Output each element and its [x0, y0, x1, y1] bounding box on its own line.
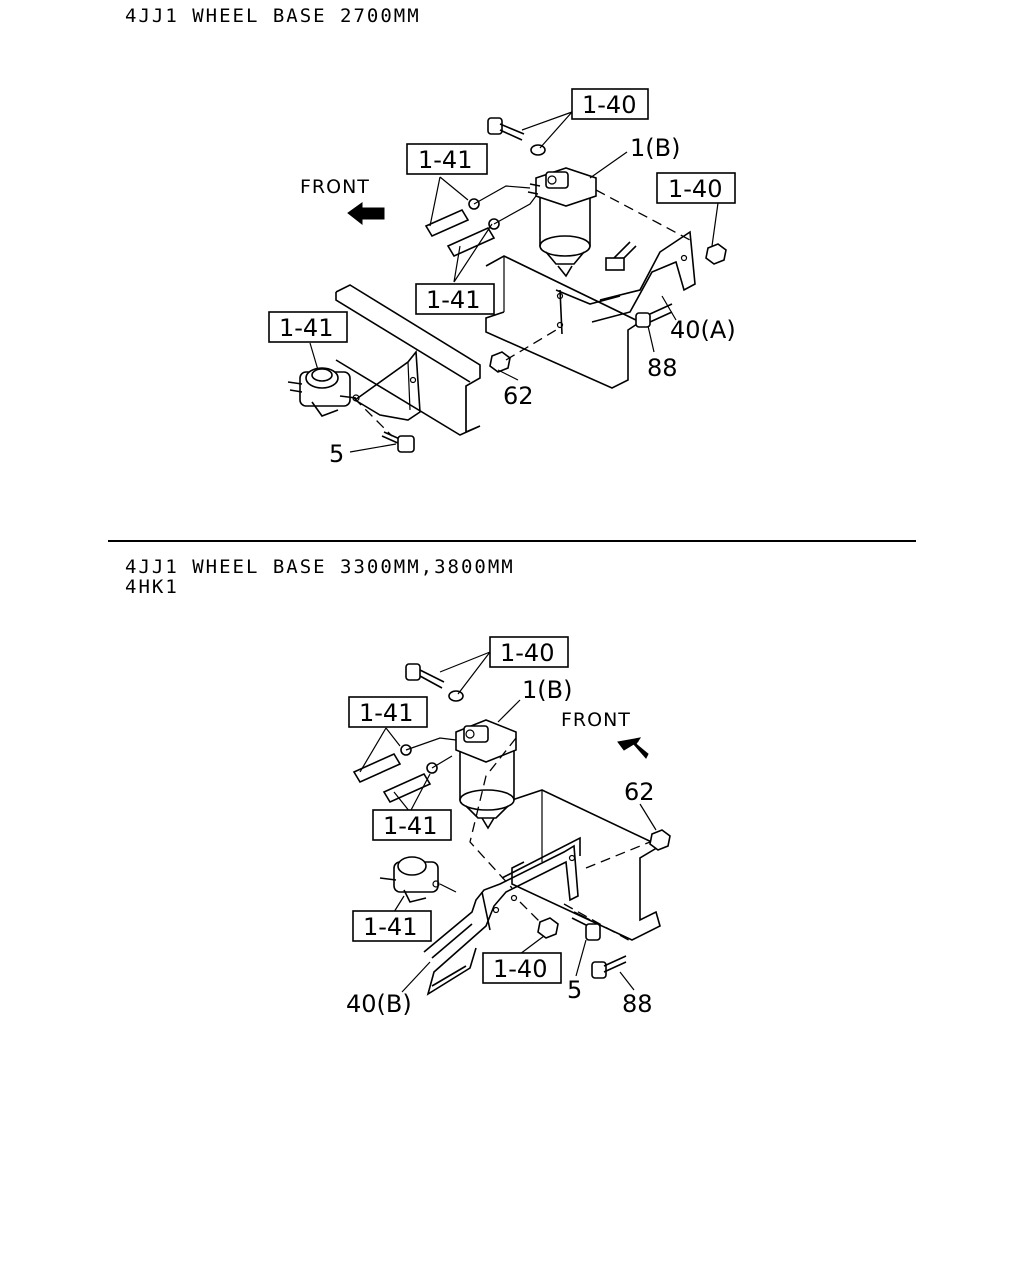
section2-callout-box-5: [482, 952, 562, 984]
section2-callout-box-4: [352, 910, 432, 942]
section2-label-88: 88: [622, 990, 653, 1018]
section1-callout-box-1: [571, 88, 649, 120]
section1-illustration: FRONT: [287, 111, 727, 453]
section2-illustration: FRONT: [352, 651, 671, 996]
section1-bracket-40a: [591, 230, 696, 323]
section2-hoses: [352, 737, 457, 804]
section2-fuel-filter: [455, 719, 517, 830]
section1-nut-62: [489, 351, 511, 373]
section1-callout-box-5: [268, 311, 348, 343]
section1-label-62: 62: [503, 382, 534, 410]
section1-callout-box-3: [656, 172, 736, 204]
section1-label-88: 88: [647, 354, 678, 382]
section2-bracket-40b: [423, 836, 581, 996]
section2-nut-140: [537, 917, 559, 939]
section2-front-label: FRONT: [561, 709, 631, 731]
section2-callout-2: 1-41: [359, 699, 413, 727]
section1-hoses: [424, 185, 537, 258]
section2-top-bolt: [405, 663, 464, 702]
section2-callout-box-3: [372, 809, 452, 841]
section2-subtitle: 4HK1: [125, 576, 179, 598]
section1-nut-right: [705, 243, 727, 265]
section1-callout-3: 1-40: [668, 175, 722, 203]
section1-label-5: 5: [329, 440, 344, 468]
section1-bolt-88: [635, 303, 673, 328]
section2-label-5: 5: [567, 976, 582, 1004]
section2-front-arrow-icon: [617, 737, 649, 759]
section2-callout-5: 1-40: [493, 955, 547, 983]
section1-label-40a: 40(A): [670, 316, 736, 344]
section2-label-62: 62: [624, 778, 655, 806]
section2-label-40b: 40(B): [346, 990, 412, 1018]
section2-callout-1: 1-40: [500, 639, 554, 667]
section2-callout-box-1: [489, 636, 569, 668]
section2-label-1b: 1(B): [522, 676, 572, 704]
section1-label-1b: 1(B): [630, 134, 680, 162]
section1-front-arrow-icon: [347, 202, 385, 226]
section2-title: 4JJ1 WHEEL BASE 3300MM,3800MM: [125, 556, 515, 578]
section1-top-bolt: [487, 117, 546, 156]
section1-front-label: FRONT: [300, 176, 370, 198]
section2-callout-box-2: [348, 696, 428, 728]
section1-callout-1: 1-40: [582, 91, 636, 119]
section1-callout-2: 1-41: [418, 146, 472, 174]
section2-bolt-88: [591, 955, 627, 979]
section2-callout-3: 1-41: [383, 812, 437, 840]
section1-title: 4JJ1 WHEEL BASE 2700MM: [125, 5, 421, 27]
section1-fuel-filter: [527, 167, 637, 278]
section2-regulator: [379, 856, 457, 903]
section2-nut-62: [649, 829, 671, 851]
section1-regulator: [287, 367, 360, 417]
section2-bolt-5: [571, 911, 601, 941]
section1-callout-box-2: [406, 143, 488, 175]
section1-callout-5: 1-41: [279, 314, 333, 342]
section1-bolt-5: [381, 431, 415, 453]
section2-callout-4: 1-41: [363, 913, 417, 941]
section1-callout-4: 1-41: [426, 286, 480, 314]
section1-callout-box-4: [415, 283, 495, 315]
